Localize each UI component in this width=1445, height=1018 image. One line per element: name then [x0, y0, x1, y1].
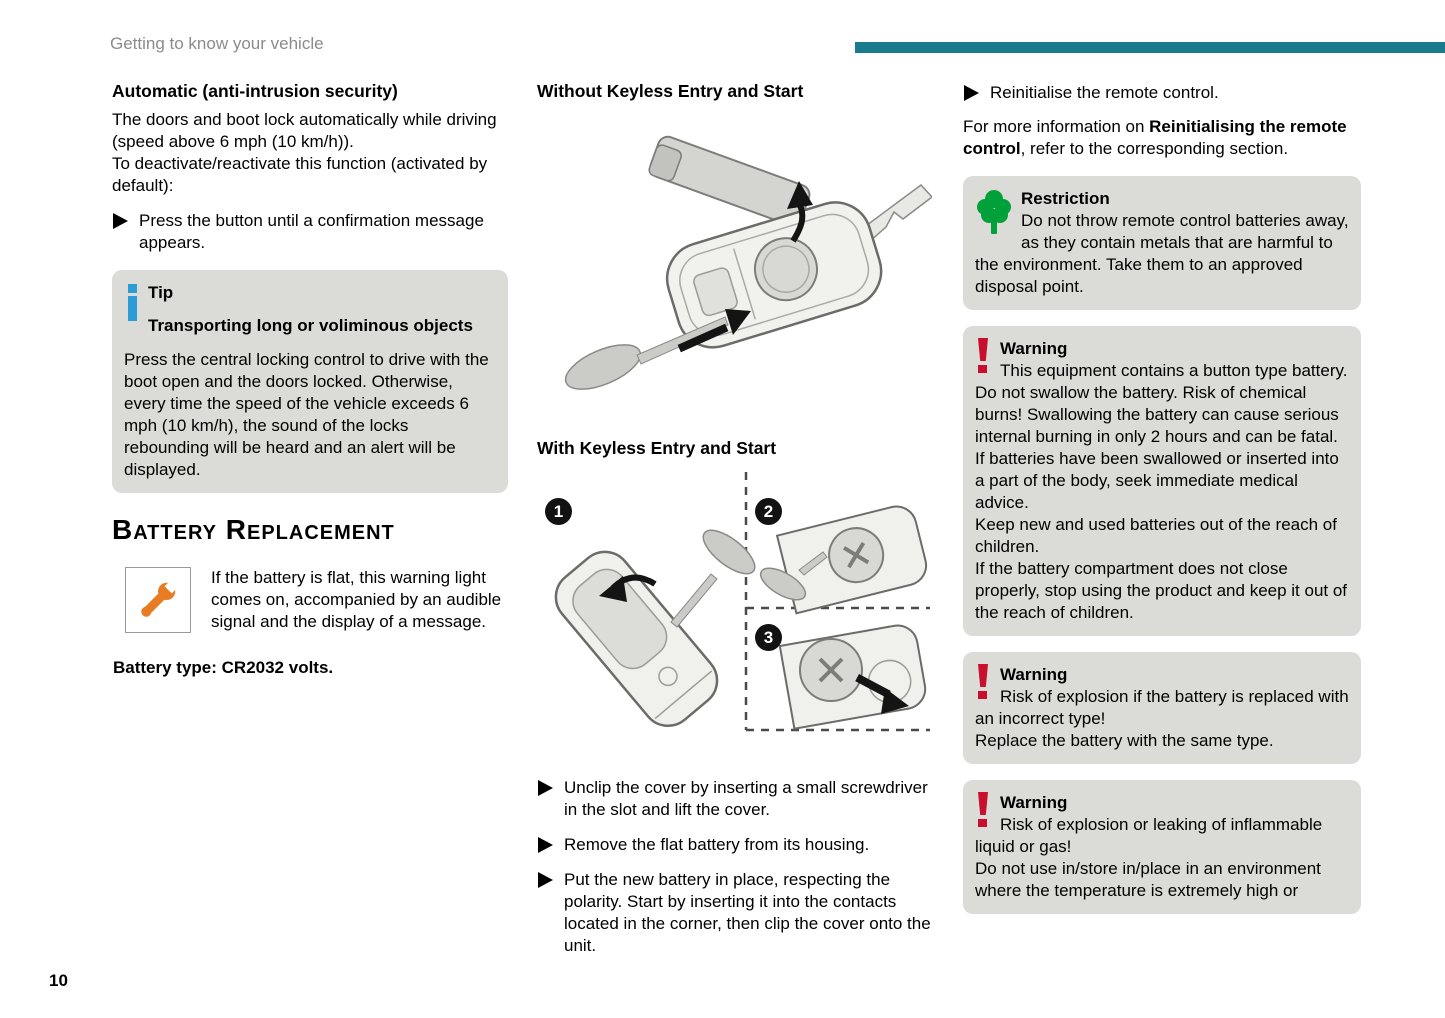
bullet-item: Press the button until a confirmation me… — [112, 210, 508, 254]
step-badge-3: 3 — [755, 624, 782, 651]
automatic-paragraph-1: The doors and boot lock automatically wh… — [112, 110, 497, 151]
info-paragraph: For more information on Reinitialising t… — [963, 116, 1361, 160]
bullet-arrow-icon — [964, 85, 979, 101]
left-column: Automatic (anti-intrusion security) The … — [112, 80, 508, 679]
bullet-arrow-icon — [538, 837, 553, 853]
bullet-item: Reinitialise the remote control. — [963, 82, 1361, 104]
warning-box-3: Warning Risk of explosion or leaking of … — [963, 780, 1361, 914]
bullet-item: Unclip the cover by inserting a small sc… — [537, 777, 933, 821]
warning-paragraph: Do not use in/store in/place in an envir… — [975, 859, 1321, 900]
bullet-text: Remove the flat battery from its housing… — [564, 835, 870, 854]
wrench-icon — [125, 567, 191, 633]
bullet-text: Put the new battery in place, respecting… — [564, 870, 931, 955]
info-icon — [124, 282, 148, 334]
tip-body: Press the central locking control to dri… — [124, 350, 489, 479]
step-badge-2: 2 — [755, 498, 782, 525]
automatic-paragraph-2: To deactivate/reactivate this function (… — [112, 154, 488, 195]
warning-paragraph: If the battery compartment does not clos… — [975, 559, 1348, 622]
tip-box: Tip Transporting long or voliminous obje… — [112, 270, 508, 493]
tip-subtitle: Transporting long or voliminous objects — [148, 316, 473, 335]
warning-title: Warning — [1000, 793, 1068, 812]
bullet-item: Put the new battery in place, respecting… — [537, 869, 933, 957]
bullet-text: Unclip the cover by inserting a small sc… — [564, 778, 928, 819]
bullet-arrow-icon — [538, 780, 553, 796]
keyfob-illustration-without-keyless — [537, 109, 934, 419]
heading-battery-replacement: Battery Replacement — [112, 514, 395, 545]
bullet-text: Reinitialise the remote control. — [990, 83, 1219, 102]
heading-without-keyless: Without Keyless Entry and Start — [537, 81, 804, 101]
warning-icon — [975, 664, 1000, 706]
warning-box-2: Warning Risk of explosion if the battery… — [963, 652, 1361, 764]
warning-box-1: Warning This equipment contains a button… — [963, 326, 1361, 636]
warning-paragraph: Keep new and used batteries out of the r… — [975, 515, 1337, 556]
info-text-2: , refer to the corresponding section. — [1020, 139, 1289, 158]
warning-title: Warning — [1000, 339, 1068, 358]
warning-paragraph: Replace the battery with the same type. — [975, 731, 1274, 750]
tree-icon — [975, 188, 1021, 234]
warning-paragraph: Risk of explosion if the battery is repl… — [975, 687, 1349, 728]
page-number: 10 — [49, 971, 68, 990]
middle-column: Without Keyless Entry and Start — [537, 80, 934, 957]
bullet-arrow-icon — [113, 213, 128, 229]
warning-title: Warning — [1000, 665, 1068, 684]
info-text-bold: Reinitialising the remote control — [963, 117, 1347, 158]
battery-warning-row: If the battery is flat, this warning lig… — [125, 567, 508, 633]
warning-paragraph: If batteries have been swallowed or inse… — [975, 449, 1339, 512]
bullet-text: Press the button until a confirmation me… — [139, 211, 484, 252]
bullet-item: Remove the flat battery from its housing… — [537, 834, 933, 856]
step-badge-1: 1 — [545, 498, 572, 525]
bullet-arrow-icon — [538, 872, 553, 888]
page-header-title: Getting to know your vehicle — [110, 34, 324, 53]
info-text-1: For more information on — [963, 117, 1150, 136]
warning-icon — [975, 338, 1000, 380]
restriction-box: Restriction Do not throw remote control … — [963, 176, 1361, 310]
keyfob-illustration-with-keyless: 1 2 3 — [537, 466, 932, 751]
header-accent-bar — [855, 42, 1445, 53]
battery-warning-text: If the battery is flat, this warning lig… — [211, 568, 502, 631]
restriction-title: Restriction — [1021, 189, 1110, 208]
heading-with-keyless: With Keyless Entry and Start — [537, 438, 777, 458]
warning-paragraph: This equipment contains a button type ba… — [1000, 361, 1348, 380]
heading-automatic-security: Automatic (anti-intrusion security) — [112, 81, 398, 101]
right-column: Reinitialise the remote control. For mor… — [963, 80, 1361, 914]
battery-type-text: Battery type: CR2032 volts. — [113, 658, 334, 677]
restriction-body: Do not throw remote control batteries aw… — [975, 211, 1349, 296]
warning-paragraph: Risk of explosion or leaking of inflamma… — [975, 815, 1323, 856]
warning-paragraph: Do not swallow the battery. Risk of chem… — [975, 383, 1339, 446]
warning-icon — [975, 792, 1000, 834]
tip-title: Tip — [148, 283, 174, 302]
